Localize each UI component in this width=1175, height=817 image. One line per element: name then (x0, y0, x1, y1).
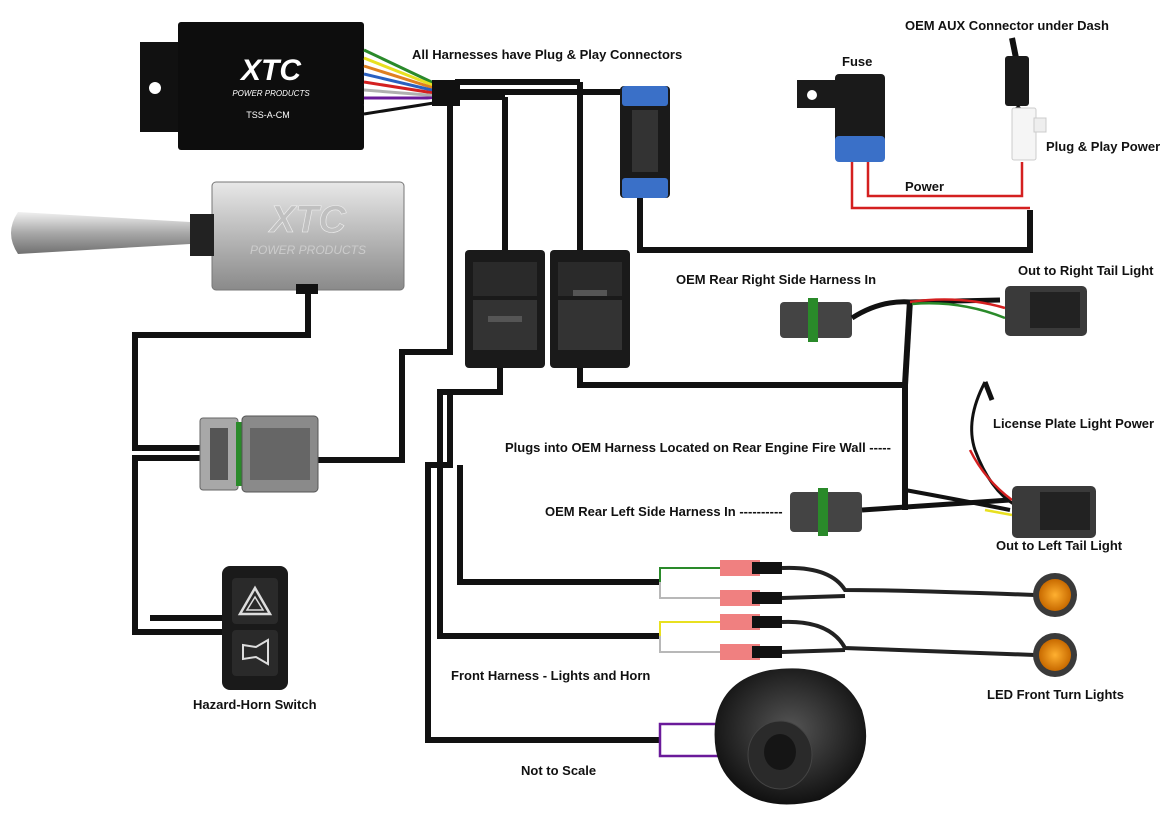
module-model: TSS-A-CM (246, 110, 290, 120)
label-plugs-into-oem: Plugs into OEM Harness Located on Rear E… (505, 440, 891, 455)
oem-aux-connector (1005, 37, 1047, 161)
label-out-right-tail: Out to Right Tail Light (1018, 263, 1154, 278)
front-turn-lights (659, 560, 1077, 677)
control-module: XTC POWER PRODUCTS TSS-A-CM (140, 22, 460, 150)
fuse-holder (797, 74, 885, 162)
power-connector (620, 86, 670, 198)
label-all-harnesses: All Harnesses have Plug & Play Connector… (412, 47, 682, 62)
rear-left-harness (790, 381, 1096, 538)
horn-icon (242, 638, 269, 666)
label-oem-rear-right: OEM Rear Right Side Harness In (676, 272, 876, 287)
main-wires (132, 79, 1033, 743)
switch-connector (199, 415, 319, 493)
label-front-harness: Front Harness - Lights and Horn (451, 668, 650, 683)
label-not-to-scale: Not to Scale (521, 763, 596, 778)
module-brand: XTC (239, 54, 302, 87)
label-plug-play-power: Plug & Play Power (1046, 139, 1160, 154)
hazard-triangle-icon (237, 585, 273, 616)
label-oem-rear-left: OEM Rear Left Side Harness In ---------- (545, 504, 783, 519)
label-power: Power (905, 179, 944, 194)
label-out-left-tail: Out to Left Tail Light (996, 538, 1123, 553)
stalk-brand: XTC (268, 199, 347, 241)
label-license-plate: License Plate Light Power (993, 416, 1154, 431)
power-wires (850, 162, 1030, 210)
label-oem-aux: OEM AUX Connector under Dash (905, 18, 1109, 33)
label-led-front: LED Front Turn Lights (987, 687, 1124, 702)
rear-harness-connectors (465, 250, 630, 368)
hazard-horn-switch (222, 566, 288, 690)
turn-signal-stalk: XTC POWER PRODUCTS (11, 181, 405, 294)
rear-right-harness (780, 286, 1087, 342)
label-hazard-horn: Hazard-Horn Switch (193, 697, 317, 712)
horn (658, 668, 867, 805)
module-sub: POWER PRODUCTS (232, 89, 310, 98)
label-fuse: Fuse (842, 54, 872, 69)
stalk-sub: POWER PRODUCTS (250, 243, 366, 257)
